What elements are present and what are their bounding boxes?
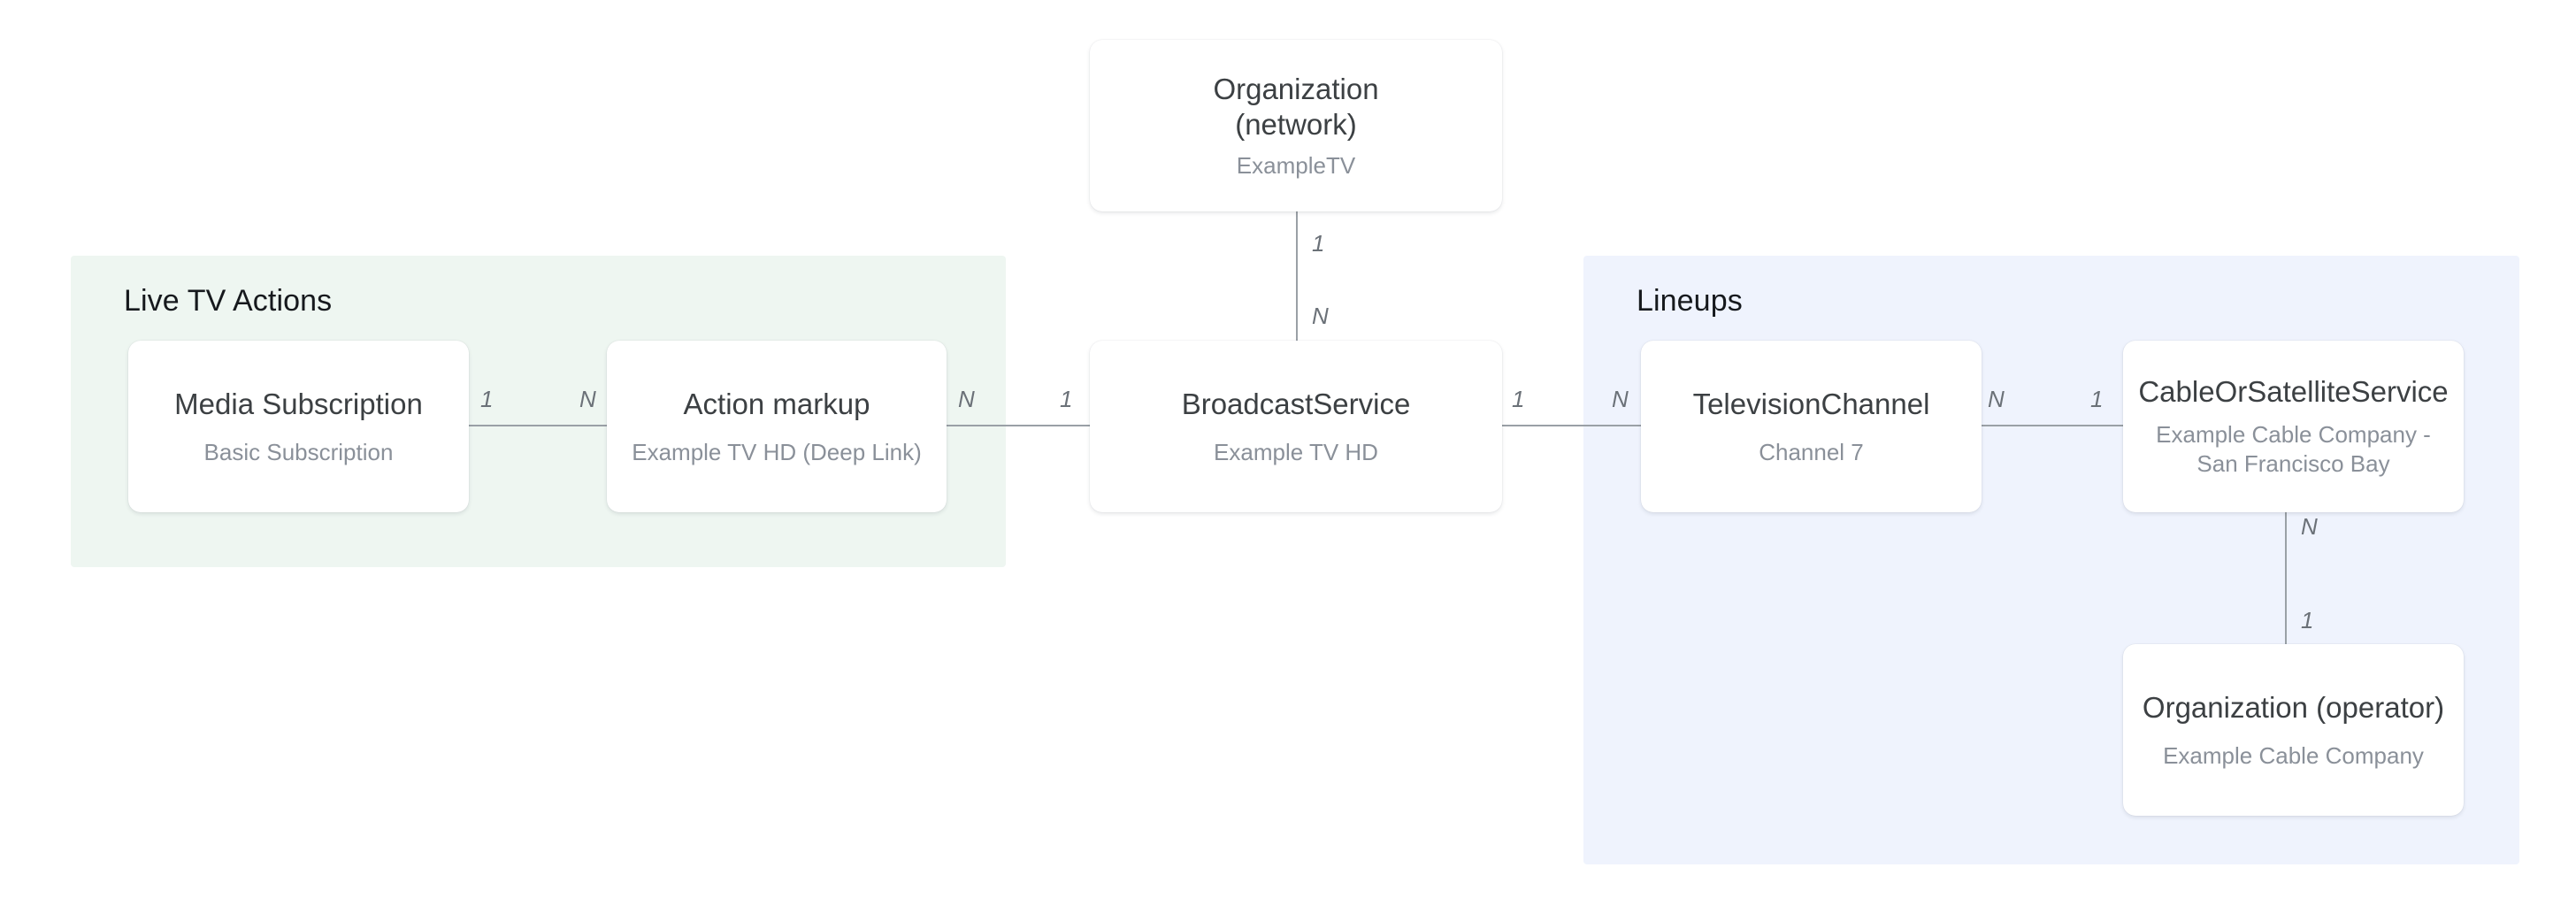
node-organization-operator-title: Organization (operator) <box>2142 690 2445 724</box>
group-panel-lineups-title: Lineups <box>1637 284 1743 318</box>
edge-line-cable-or-satellite-service-organization-operator <box>2285 511 2287 644</box>
node-cable-or-satellite-service[interactable]: CableOrSatelliteService Example Cable Co… <box>2123 341 2464 512</box>
node-organization-operator[interactable]: Organization (operator) Example Cable Co… <box>2123 644 2464 816</box>
edge-line-broadcast-service-television-channel <box>1499 425 1645 426</box>
node-cable-or-satellite-service-title: CableOrSatelliteService <box>2138 375 2449 408</box>
node-media-subscription[interactable]: Media Subscription Basic Subscription <box>128 341 469 512</box>
group-panel-live-tv-actions-title: Live TV Actions <box>124 284 333 318</box>
node-broadcast-service-title: BroadcastService <box>1181 387 1411 420</box>
edge-label-cable-or-satellite-service-left: 1 <box>2090 386 2104 412</box>
node-television-channel-subtitle: Channel 7 <box>1759 438 1864 465</box>
edge-label-television-channel-left: N <box>1612 386 1629 412</box>
edge-label-organization-network-bottom: 1 <box>1312 230 1325 257</box>
node-organization-network-title-line1: Organization <box>1213 72 1379 105</box>
edge-label-broadcast-service-left: 1 <box>1060 386 1073 412</box>
node-broadcast-service[interactable]: BroadcastService Example TV HD <box>1090 341 1502 512</box>
edge-label-organization-operator-top: 1 <box>2301 607 2314 633</box>
edge-label-action-markup-source: N <box>958 386 975 412</box>
edge-label-television-channel-right: N <box>1988 386 2005 412</box>
edge-label-action-markup-target: N <box>579 386 596 412</box>
node-media-subscription-title: Media Subscription <box>174 387 423 420</box>
edge-line-organization-network-broadcast-service <box>1296 211 1298 341</box>
edge-label-media-subscription-source: 1 <box>480 386 494 412</box>
edge-line-media-subscription-action-markup <box>467 425 609 426</box>
node-action-markup-subtitle: Example TV HD (Deep Link) <box>632 438 922 465</box>
node-organization-network-subtitle: ExampleTV <box>1236 151 1356 179</box>
node-cable-or-satellite-service-subtitle: Example Cable Company - San Francisco Ba… <box>2156 421 2431 477</box>
node-organization-network-title-line2: (network) <box>1235 107 1357 141</box>
node-organization-network[interactable]: Organization (network) ExampleTV <box>1090 40 1502 211</box>
node-television-channel[interactable]: TelevisionChannel Channel 7 <box>1641 341 1982 512</box>
node-television-channel-title: TelevisionChannel <box>1692 387 1930 420</box>
edge-label-cable-or-satellite-service-bottom: N <box>2301 513 2318 540</box>
edge-line-action-markup-broadcast-service <box>945 425 1093 426</box>
node-organization-network-title: Organization (network) <box>1213 72 1378 142</box>
node-broadcast-service-subtitle: Example TV HD <box>1214 438 1378 465</box>
edge-label-broadcast-service-right: 1 <box>1512 386 1525 412</box>
node-action-markup-title: Action markup <box>683 387 870 420</box>
node-media-subscription-subtitle: Basic Subscription <box>203 438 394 465</box>
node-action-markup[interactable]: Action markup Example TV HD (Deep Link) <box>607 341 947 512</box>
edge-label-broadcast-service-top: N <box>1312 303 1329 329</box>
node-organization-operator-subtitle: Example Cable Company <box>2163 741 2424 769</box>
edge-line-television-channel-cable-or-satellite-service <box>1974 425 2127 426</box>
